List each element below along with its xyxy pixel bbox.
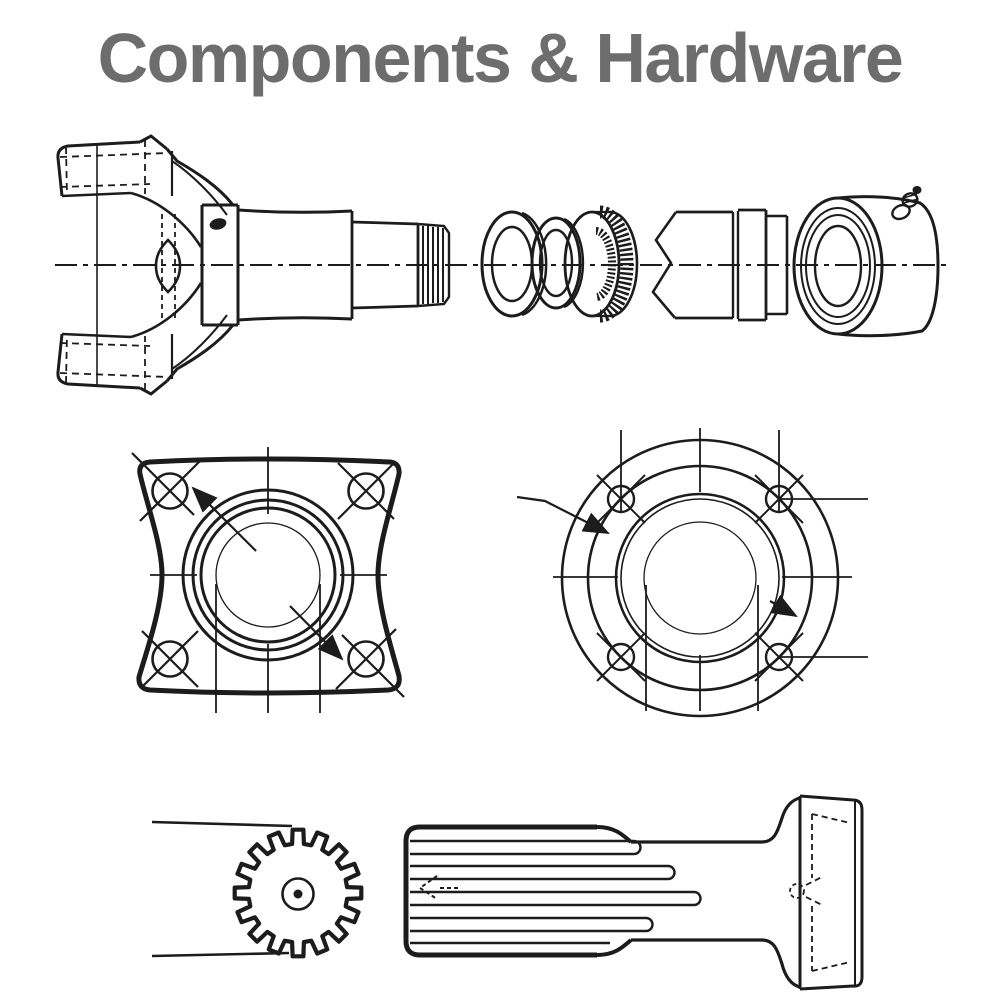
spline-lines bbox=[410, 839, 702, 945]
bolt-hole-upper-left bbox=[131, 452, 201, 522]
bolt-hole-lower-right bbox=[335, 628, 405, 698]
gear-center-dot bbox=[293, 889, 303, 899]
dust-sleeve bbox=[792, 186, 940, 338]
pilot-rings bbox=[181, 488, 355, 662]
slinger-ring bbox=[530, 216, 585, 310]
hidden-center-mark bbox=[419, 875, 460, 900]
shaft-flare-bottom bbox=[631, 938, 801, 989]
leader-arrow-pilot bbox=[516, 495, 610, 534]
sleeve-body bbox=[837, 195, 940, 338]
upper-lug-outline bbox=[56, 140, 141, 197]
break-line bbox=[651, 211, 678, 319]
lower-lug-outline bbox=[56, 333, 141, 390]
center-bore bbox=[215, 522, 321, 628]
figure-exploded-assembly bbox=[55, 134, 948, 396]
spline-section-outline bbox=[403, 824, 597, 958]
bolt-hole-lower-left bbox=[141, 630, 199, 688]
cup-center-hole bbox=[789, 883, 805, 899]
plug-hole bbox=[209, 218, 227, 230]
gear-hub bbox=[281, 877, 315, 911]
gear bbox=[232, 827, 364, 959]
projection-lines bbox=[553, 428, 868, 711]
shaft-bottom-line bbox=[151, 951, 290, 958]
page-title: Components & Hardware bbox=[97, 19, 904, 97]
lower-arm bbox=[165, 324, 235, 382]
square-flange-outline bbox=[136, 456, 402, 696]
upper-arm bbox=[165, 148, 235, 206]
figure-square-flange bbox=[131, 447, 405, 713]
bearing-lens bbox=[154, 238, 182, 294]
figure-gear-shaft bbox=[151, 820, 364, 959]
cup-hidden-bore bbox=[805, 813, 851, 972]
dust-cap-band bbox=[200, 203, 240, 327]
leader-arrow-lower-right bbox=[289, 605, 344, 661]
bolt-hole-upper-right bbox=[337, 462, 395, 520]
knurled-band bbox=[599, 205, 634, 323]
shaft-flare-top bbox=[631, 796, 801, 844]
leader-arrow-bore bbox=[769, 594, 798, 618]
grease-zerk bbox=[891, 186, 922, 221]
shaft-top-line bbox=[151, 820, 293, 828]
leader-arrow-upper-left bbox=[191, 486, 257, 552]
centerline-ticks bbox=[150, 447, 387, 713]
flange-cup bbox=[789, 794, 864, 991]
figure-splined-shaft bbox=[403, 794, 864, 991]
figure-round-flange bbox=[516, 428, 868, 718]
center-bore bbox=[643, 521, 757, 635]
lug-hidden-lines bbox=[59, 140, 169, 390]
bolt-hole-lower-left bbox=[596, 632, 646, 682]
